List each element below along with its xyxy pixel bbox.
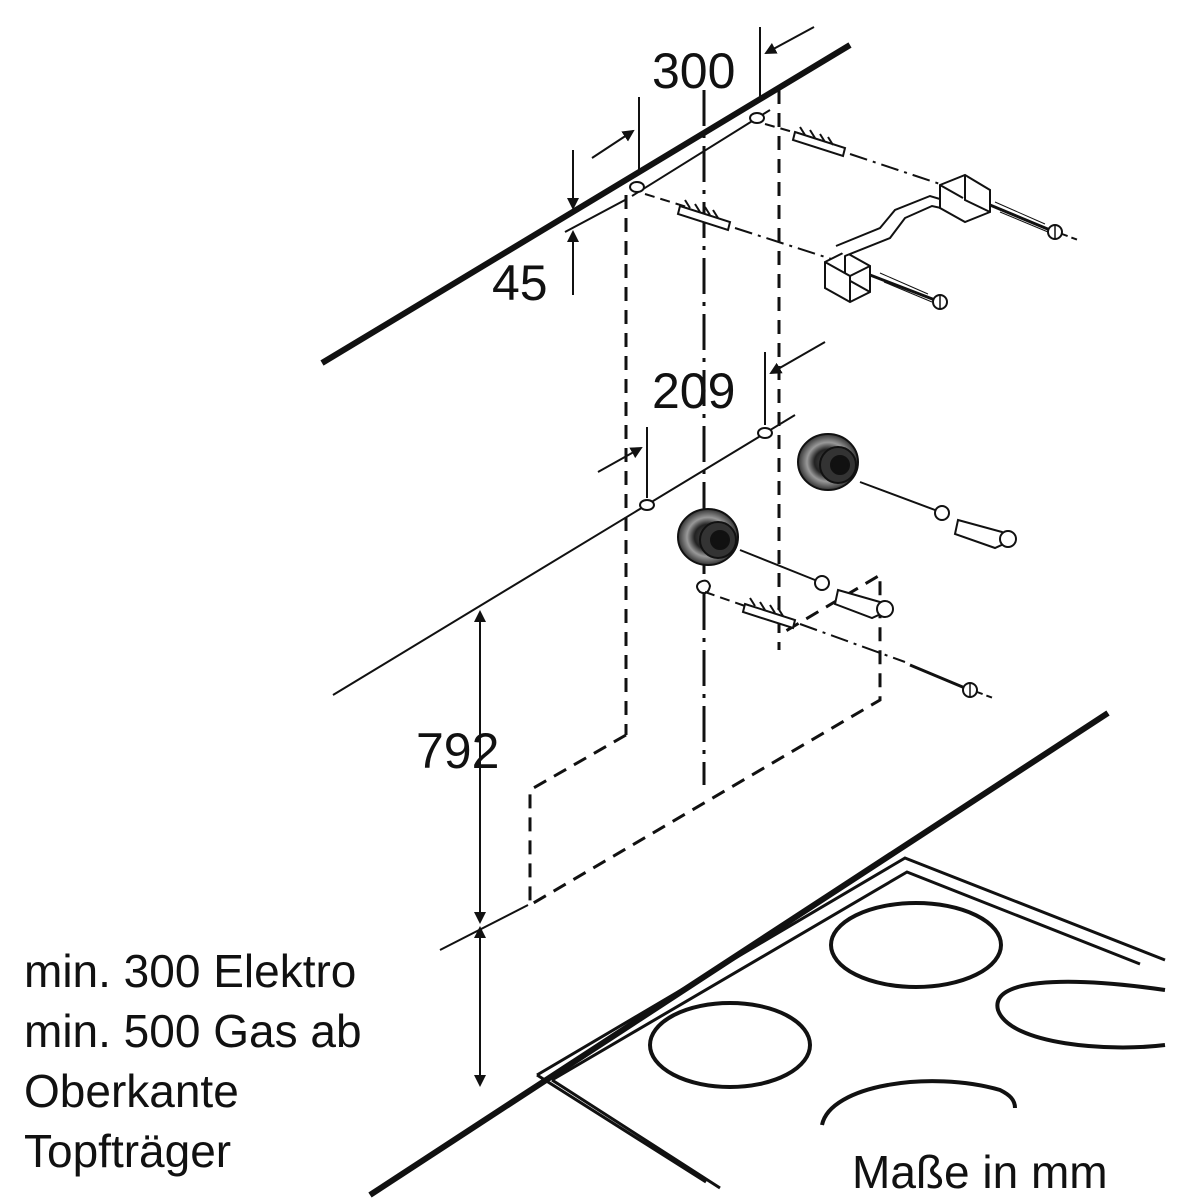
cooktop [368, 710, 1166, 1198]
lower-drill-holes [639, 427, 773, 595]
dimension-label-209: 209 [652, 363, 735, 419]
wall-bracket [824, 173, 991, 304]
dimension-label-792: 792 [416, 723, 499, 779]
upper-mounting-line [320, 42, 852, 366]
burner-front-right [820, 1079, 1017, 1126]
grommet-left [677, 508, 739, 566]
burner-front-left [648, 1001, 812, 1089]
burner-back-left [829, 901, 1003, 989]
units-label: Maße in mm [852, 1146, 1108, 1198]
note-line-3: Oberkante [24, 1065, 239, 1117]
grommet-right [797, 433, 859, 491]
lower-fixings [704, 481, 1017, 699]
note-line-4: Topfträger [24, 1125, 231, 1177]
dimension-45 [564, 150, 626, 295]
dimension-209 [597, 341, 826, 498]
upper-dowel-screw-right [764, 123, 1079, 241]
upper-drill-holes [629, 112, 765, 193]
dimension-300 [591, 26, 815, 175]
dimension-792 [439, 610, 529, 951]
dimension-label-300: 300 [652, 43, 735, 99]
lower-mounting-line [332, 414, 796, 696]
burner-back-right [995, 979, 1166, 1050]
note-line-1: min. 300 Elektro [24, 945, 356, 997]
note-line-2: min. 500 Gas ab [24, 1005, 362, 1057]
dimension-label-45: 45 [492, 255, 548, 311]
